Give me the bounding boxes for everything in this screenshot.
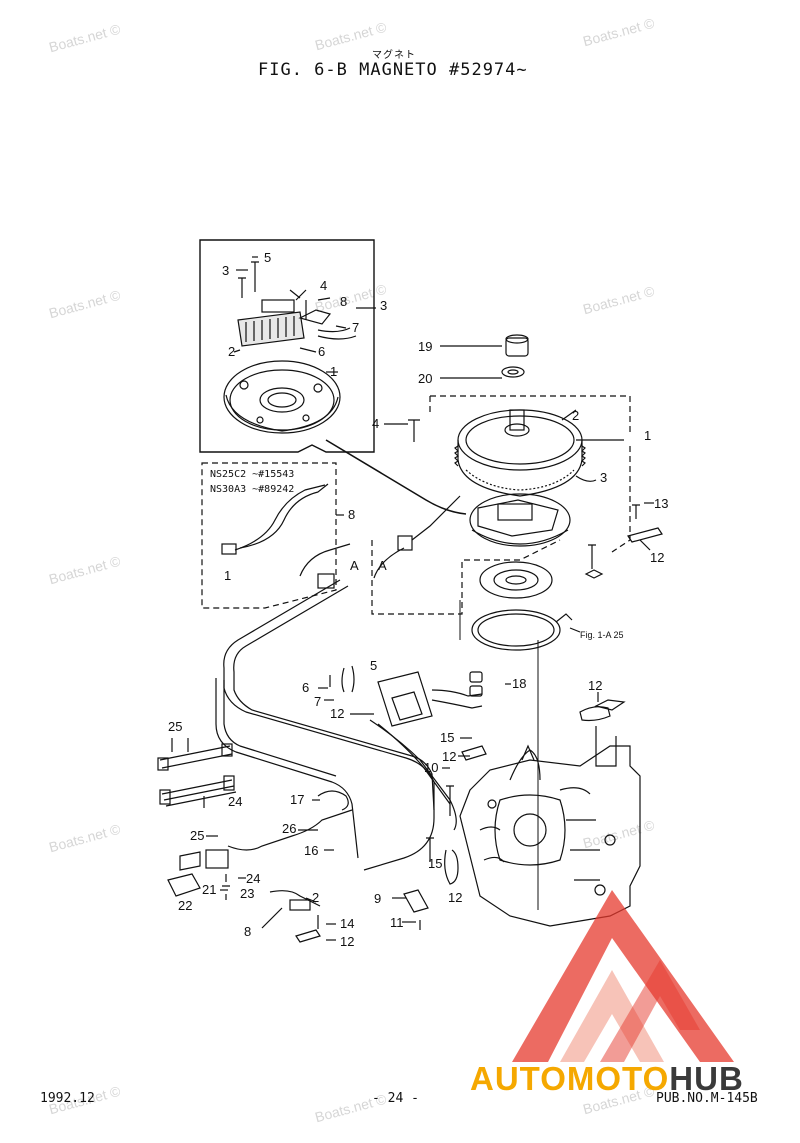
footer-date: 1992.12 [40, 1091, 95, 1106]
callout: 12 [650, 550, 664, 565]
bracket [627, 527, 663, 543]
cdi-unit [329, 665, 483, 727]
screw [588, 544, 596, 569]
callout: 12 [442, 749, 456, 764]
callout: 8 [340, 294, 347, 309]
callout: 12 [448, 890, 462, 905]
inset-note-line1: NS25C2 ~#15543 [210, 469, 294, 480]
title-kana: マグネト [372, 50, 416, 61]
callout: 22 [178, 898, 192, 913]
stator-assembly [469, 493, 571, 547]
base-ring [471, 561, 573, 651]
logo-word-part1: AUTOMOTO [470, 1060, 670, 1097]
callout: 13 [654, 496, 668, 511]
callout: 25 [168, 719, 182, 734]
callout: 1 [224, 568, 231, 583]
automotohub-logo [512, 890, 734, 1062]
callout: 4 [320, 278, 327, 293]
callout: 7 [352, 320, 359, 335]
callout: 11 [390, 915, 404, 930]
callout: 14 [340, 916, 354, 931]
callout: Fig. 1-A 25 [580, 630, 624, 640]
callout: 3 [600, 470, 607, 485]
callout: 3 [222, 263, 229, 278]
callout: A [378, 558, 387, 573]
engine-block [459, 699, 641, 927]
callout: 17 [290, 792, 304, 807]
magneto-box [371, 395, 631, 615]
page-title: FIG. 6-B MAGNETO #52974~ [258, 60, 528, 80]
callout: 3 [380, 298, 387, 313]
callout: 18 [512, 676, 526, 691]
callout: 4 [372, 416, 379, 431]
callout: 6 [302, 680, 309, 695]
harness-box [201, 462, 337, 609]
callout: 7 [314, 694, 321, 709]
callout: 12 [588, 678, 602, 693]
callout: 21 [202, 882, 216, 897]
callout: 1 [330, 364, 337, 379]
callout: 24 [246, 871, 260, 886]
callout: 2 [312, 890, 319, 905]
callout: 25 [190, 828, 204, 843]
callout: 8 [244, 924, 251, 939]
callout: 23 [240, 886, 254, 901]
callout: 12 [340, 934, 354, 949]
main-harness [215, 495, 461, 871]
screw [408, 419, 420, 442]
callout: 16 [304, 843, 318, 858]
callout: 12 [330, 706, 344, 721]
flywheel [454, 334, 586, 497]
callout: 1 [644, 428, 651, 443]
callout: 15 [428, 856, 442, 871]
callout: 8 [348, 507, 355, 522]
callout: 26 [282, 821, 296, 836]
callout: 5 [264, 250, 271, 265]
callout: 15 [440, 730, 454, 745]
callout: 2 [228, 344, 235, 359]
inset-note-line2: NS30A3 ~#89242 [210, 484, 294, 495]
footer-pub: PUB.NO.M-145B [656, 1091, 758, 1106]
spark-plug-caps [157, 743, 237, 807]
callout: 20 [418, 371, 432, 386]
callout: 19 [418, 339, 432, 354]
footer-page: - 24 - [372, 1091, 419, 1106]
callout: 24 [228, 794, 242, 809]
callout: A [350, 558, 359, 573]
small-harness-parts [167, 706, 611, 943]
screw [632, 504, 640, 519]
harness-wire [221, 483, 344, 555]
callout: 9 [374, 891, 381, 906]
callout: 6 [318, 344, 325, 359]
logo-wordmark: AUTOMOTOHUB [470, 1060, 744, 1098]
callout-labels: 5 3 4 8 3 7 2 6 1 8 1 19 20 4 2 1 3 13 1… [168, 250, 668, 949]
logo-word-part2: HUB [669, 1060, 744, 1097]
inset-box [199, 239, 467, 515]
callout: 10 [424, 760, 438, 775]
callout: 2 [572, 408, 579, 423]
callout: 5 [370, 658, 377, 673]
